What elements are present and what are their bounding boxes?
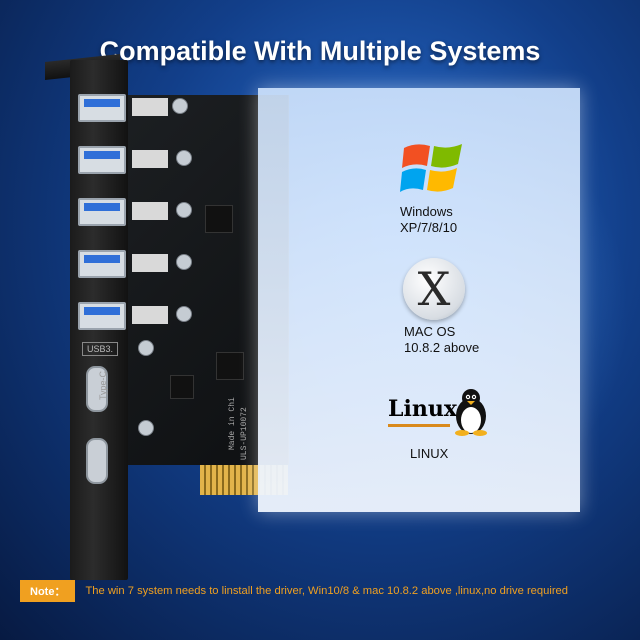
note-bar: Note： The win 7 system needs to linstall… [20,580,620,602]
usb-c-port [86,438,108,484]
mac-name: MAC OS [404,324,456,339]
controller-chip [205,205,233,233]
capacitor [172,98,188,114]
capacitor [138,420,154,436]
mac-logo-letter: X [417,262,451,316]
note-text: The win 7 system needs to linstall the d… [85,585,569,597]
windows-versions: XP/7/8/10 [400,220,458,235]
mac-label: MAC OS 10.8.2 above [404,324,479,356]
tux-penguin-icon [455,389,487,436]
usb-port-label: USB3. [82,342,119,356]
usb-a-port [78,250,126,278]
windows-name: Windows [400,204,453,219]
usb-a-port [78,146,126,174]
controller-chip [216,352,244,380]
usb-c-port [86,366,108,412]
usb-a-port [78,198,126,226]
mac-versions: 10.8.2 above [404,340,480,355]
mac-os-x-icon: X [403,258,465,320]
power-connector [132,254,168,272]
capacitor [176,306,192,322]
usb-a-port [78,302,126,330]
controller-chip [170,375,194,399]
pcb-marking: ULS-UP10072 [240,407,249,460]
typec-port-label: Type-C [98,370,108,400]
power-connector [132,150,168,168]
windows-logo-icon [400,144,462,192]
windows-label: Windows XP/7/8/10 [400,204,457,236]
page-title: Compatible With Multiple Systems [99,36,541,66]
linux-label: LINUX [410,446,449,461]
pcb-marking: Made in Chi [228,397,237,450]
power-connector [132,98,168,116]
capacitor [176,254,192,270]
usb-a-port [78,94,126,122]
linux-logo-underline [388,424,450,427]
capacitor [176,202,192,218]
linux-logo-text: Linux [388,396,457,422]
capacitor [176,150,192,166]
power-connector [132,306,168,324]
capacitor [138,340,154,356]
note-badge: Note： [20,580,76,602]
power-connector [132,202,168,220]
